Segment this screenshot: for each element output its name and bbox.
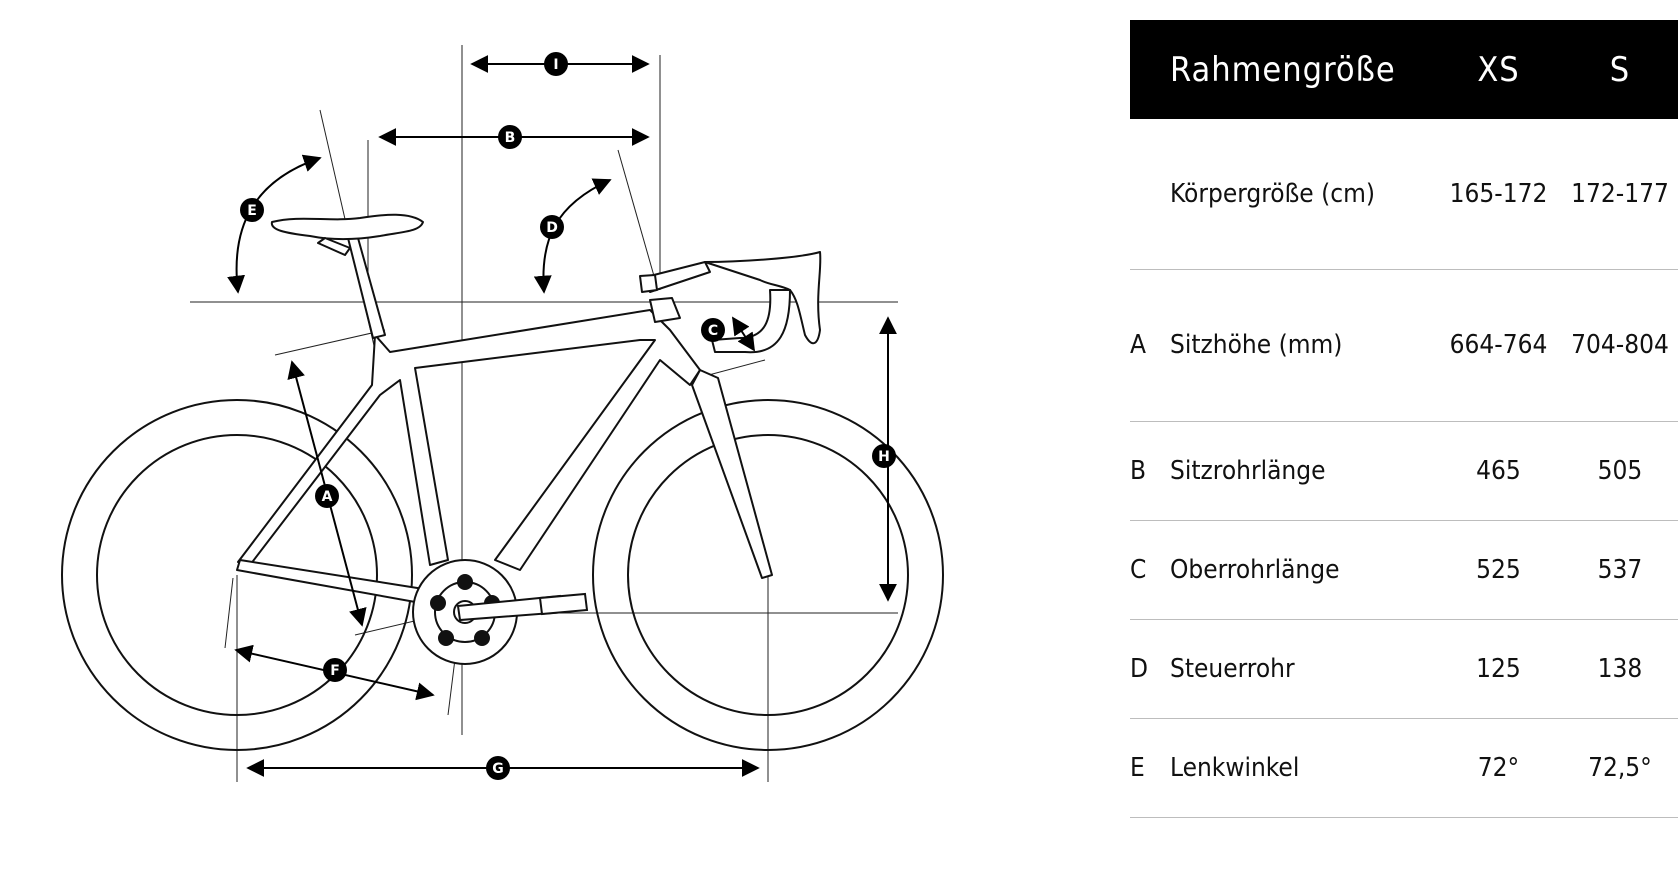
row-letter: A [1130,330,1146,360]
marker-letter: G [492,761,504,777]
table-header-row: Rahmengröße XS S [1130,20,1678,119]
row-value-s: 72,5° [1588,752,1652,783]
crankset [412,559,589,665]
geometry-table: Rahmengröße XS S Körpergröße (cm) 165-17… [1130,20,1678,818]
row-value-s: 537 [1597,554,1643,585]
marker-badge [323,658,347,682]
table-row-head-angle: E Lenkwinkel 72° 72,5° [1130,718,1678,817]
row-letter: E [1130,752,1145,783]
table-row-seat-tube: B Sitzrohrlänge 465 505 [1130,421,1678,520]
table-row-seat-height: A Sitzhöhe (mm) 664-764 704-804 [1130,269,1678,421]
marker-badge [544,52,568,76]
row-label: Oberrohrlänge [1170,554,1340,585]
marker-letter: H [878,449,890,465]
marker-letter: C [708,323,718,339]
dimension-marker-a: A [315,484,339,508]
row-value-xs: 465 [1476,455,1521,486]
row-letter: C [1130,554,1147,585]
table-row-body-height: Körpergröße (cm) 165-172 172-177 [1130,119,1678,269]
row-value-s: 172-177 [1571,178,1669,209]
row-letter: B [1130,455,1147,486]
marker-badge [701,318,725,342]
row-label: Körpergröße (cm) [1170,178,1376,209]
marker-badge [486,756,510,780]
marker-letter: I [553,57,558,73]
reference-lines [190,45,898,782]
marker-badge [498,125,522,149]
dimension-marker-h: H [872,444,896,468]
header-spacer [1130,20,1170,119]
dimension-marker-b: B [498,125,522,149]
dimension-marker-e: E [240,198,264,222]
front-wheel [592,399,944,751]
marker-letter: B [505,130,516,146]
dimension-marker-d: D [540,215,564,239]
marker-letter: D [546,220,558,236]
dimension-marker-g: G [486,756,510,780]
stem-handlebar [639,251,822,354]
header-frame-size: Rahmengröße [1170,49,1396,90]
row-label: Sitzrohrlänge [1170,455,1326,486]
dimension-marker-i: I [544,52,568,76]
marker-badge [540,215,564,239]
bike-frame [236,297,773,606]
row-label: Sitzhöhe (mm) [1170,330,1343,360]
dimension-markers: A B C D E F G H I [240,52,896,780]
row-label: Lenkwinkel [1170,752,1300,783]
header-size-xs: XS [1477,49,1520,90]
header-size-s: S [1609,49,1631,90]
marker-letter: F [330,663,340,679]
marker-badge [315,484,339,508]
dimension-marker-c: C [701,318,725,342]
row-letter: D [1130,653,1149,684]
rear-wheel [61,399,413,751]
row-value-xs: 165-172 [1449,178,1548,209]
row-value-s: 138 [1597,653,1643,684]
seatpost-saddle [270,213,424,339]
marker-badge [872,444,896,468]
row-value-s: 704-804 [1571,330,1669,360]
table-row-head-tube: D Steuerrohr 125 138 [1130,619,1678,718]
row-value-xs: 125 [1476,653,1521,684]
marker-badge [240,198,264,222]
row-value-xs: 664-764 [1449,330,1548,360]
row-value-xs: 525 [1476,554,1521,585]
row-value-s: 505 [1597,455,1643,486]
bike-geometry-diagram: A B C D E F G H I [61,45,944,782]
row-letter [1130,119,1170,269]
dimension-marker-f: F [323,658,347,682]
row-value-xs: 72° [1477,752,1520,783]
row-label: Steuerrohr [1170,653,1295,684]
marker-letter: A [322,489,333,505]
table-row-top-tube: C Oberrohrlänge 525 537 [1130,520,1678,619]
marker-letter: E [247,203,257,219]
